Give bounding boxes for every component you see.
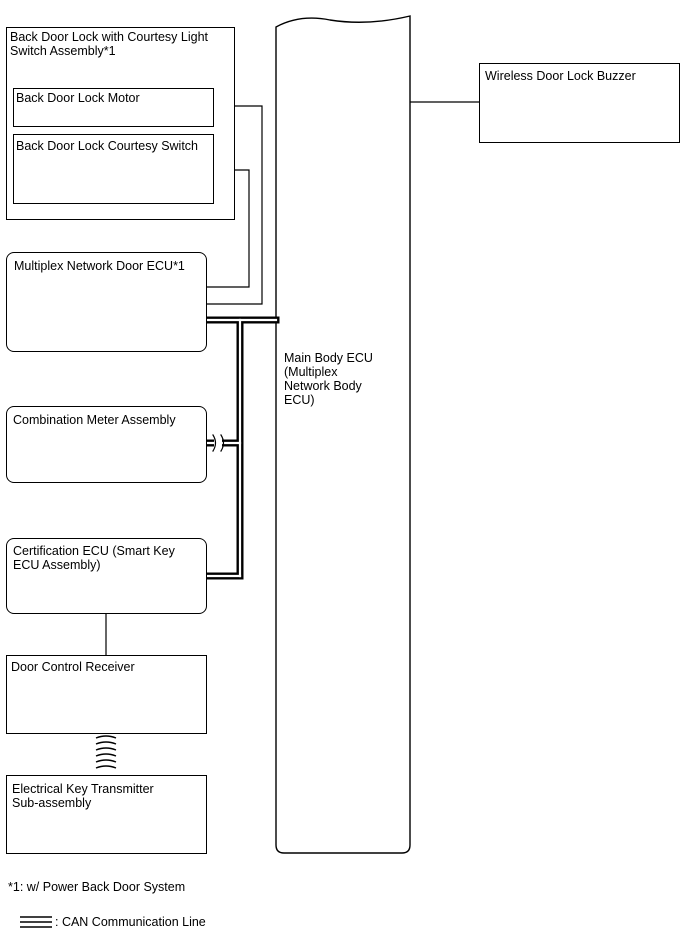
wireless-signal-icon	[95, 735, 117, 769]
combination-meter-assembly-box: Combination Meter Assembly	[6, 406, 207, 483]
back-door-lock-courtesy-switch-box: Back Door Lock Courtesy Switch	[13, 134, 214, 204]
back-door-lock-courtesy-switch-label: Back Door Lock Courtesy Switch	[16, 139, 199, 153]
wireless-door-lock-buzzer-label: Wireless Door Lock Buzzer	[485, 69, 636, 83]
main-body-ecu-outline	[275, 15, 411, 854]
back-door-lock-assembly-label: Back Door Lock with Courtesy Light Switc…	[10, 30, 209, 58]
legend-can-symbol	[20, 916, 52, 928]
wire-motor-to-main-ecu	[206, 105, 263, 305]
main-body-ecu-label: Main Body ECU (Multiplex Network Body EC…	[284, 351, 373, 407]
footnote: *1: w/ Power Back Door System	[8, 880, 186, 894]
multiplex-network-door-ecu-label: Multiplex Network Door ECU*1	[14, 259, 185, 273]
can-bus-line	[202, 316, 280, 580]
door-control-receiver-box: Door Control Receiver	[6, 655, 207, 734]
back-door-lock-motor-label: Back Door Lock Motor	[16, 91, 140, 105]
certification-ecu-box: Certification ECU (Smart Key ECU Assembl…	[6, 538, 207, 614]
door-control-receiver-label: Door Control Receiver	[11, 660, 135, 674]
back-door-lock-motor-box: Back Door Lock Motor	[13, 88, 214, 127]
certification-ecu-label: Certification ECU (Smart Key ECU Assembl…	[13, 544, 175, 572]
electrical-key-transmitter-label: Electrical Key Transmitter Sub-assembly	[12, 782, 154, 810]
combination-meter-assembly-label: Combination Meter Assembly	[13, 413, 176, 427]
multiplex-network-door-ecu-box: Multiplex Network Door ECU*1	[6, 252, 207, 352]
legend-can-label: : CAN Communication Line	[55, 915, 206, 929]
wireless-door-lock-buzzer-box: Wireless Door Lock Buzzer	[479, 63, 680, 143]
electrical-key-transmitter-box: Electrical Key Transmitter Sub-assembly	[6, 775, 207, 854]
